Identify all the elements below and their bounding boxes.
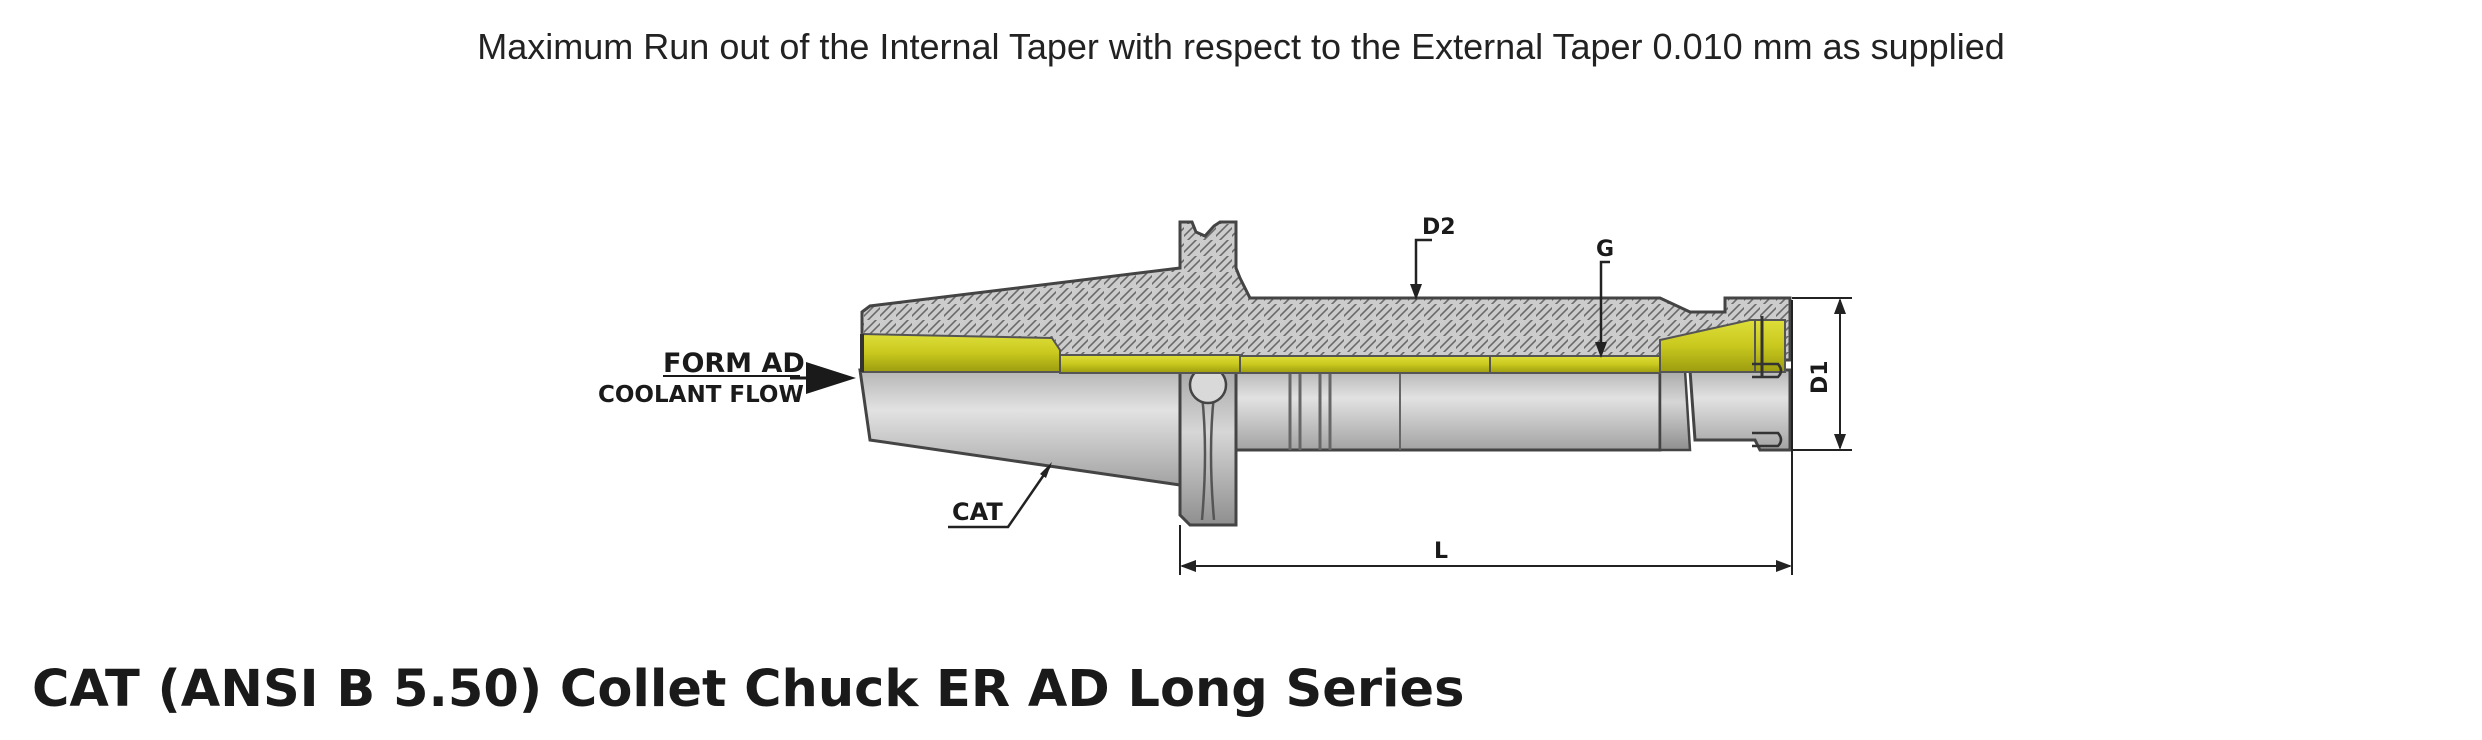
- g-label: G: [1596, 237, 1614, 262]
- cat-label: CAT: [952, 498, 1003, 526]
- nut-slot-upper: [1752, 362, 1783, 379]
- coolant-bore: [861, 332, 1061, 373]
- nut-slot-lower: [1752, 431, 1783, 448]
- taper-lower: [858, 368, 1182, 487]
- page-title: CAT (ANSI B 5.50) Collet Chuck ER AD Lon…: [32, 660, 1465, 719]
- coolant-arrow-icon: [806, 362, 856, 394]
- flange-groove: [1200, 394, 1216, 521]
- d1-label: D1: [1808, 360, 1833, 394]
- cat-leader: [948, 465, 1052, 529]
- d2-label: D2: [1422, 215, 1456, 240]
- coolant-flow-label: COOLANT FLOW: [598, 382, 804, 408]
- nut-lower: [1688, 368, 1792, 452]
- g-leader: [1599, 260, 1610, 354]
- runout-note: Maximum Run out of the Internal Taper wi…: [477, 26, 2005, 67]
- d2-leader: [1414, 238, 1432, 296]
- l-label: L: [1434, 539, 1448, 564]
- nose-lower: [1658, 368, 1692, 452]
- form-ad-label: FORM AD: [663, 348, 805, 379]
